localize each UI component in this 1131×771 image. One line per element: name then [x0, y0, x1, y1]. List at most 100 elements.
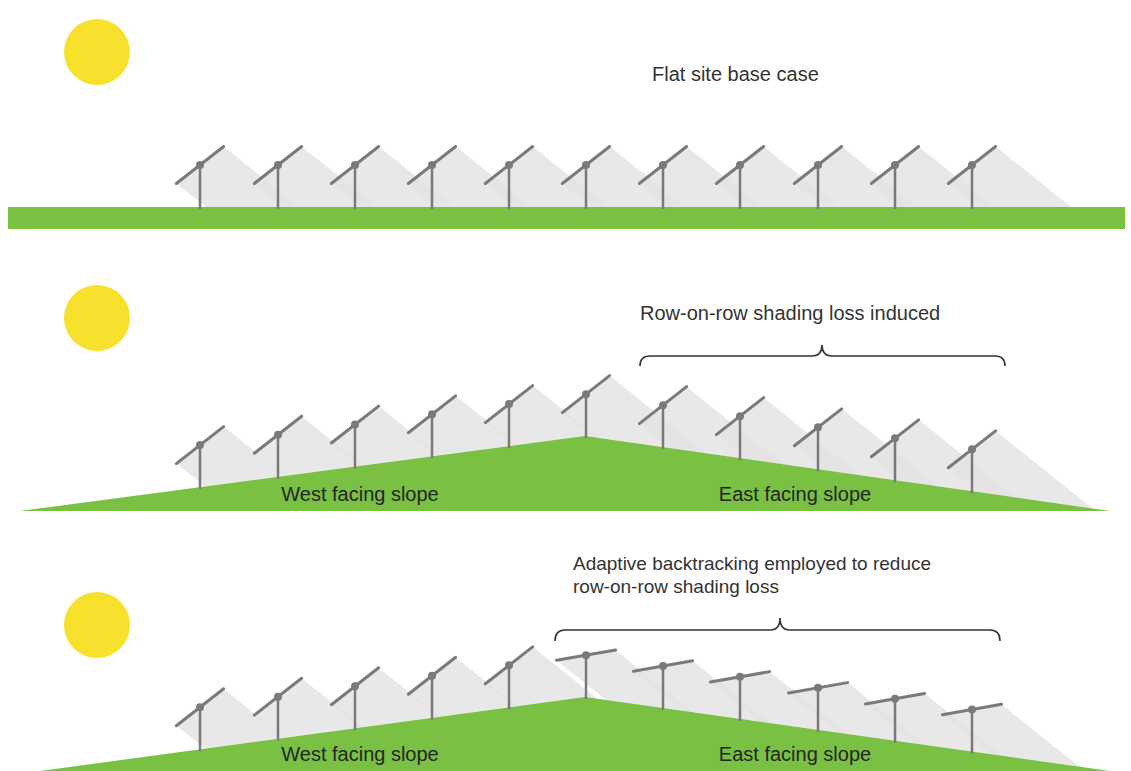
tracker-pivot — [659, 161, 667, 169]
tracker-pivot — [505, 661, 513, 669]
tracker-pivot — [196, 161, 204, 169]
bracket-label: Adaptive backtracking employed to reduce… — [573, 553, 938, 599]
solar-panel — [716, 147, 763, 184]
slope-label: East facing slope — [675, 742, 915, 766]
sun — [64, 592, 130, 658]
solar-panel — [639, 387, 686, 424]
tracker-pivot — [968, 445, 976, 453]
panel-shadow — [948, 147, 1071, 208]
tracker-pivot — [428, 672, 436, 680]
solar-panel — [788, 683, 847, 693]
solar-panel — [254, 147, 301, 184]
hill-ground — [40, 697, 1110, 771]
solar-panel — [794, 409, 841, 446]
tracker-pivot — [968, 161, 976, 169]
tracker-pivot — [736, 673, 744, 681]
tracker-pivot — [274, 431, 282, 439]
tracker-post — [585, 394, 588, 438]
tracker-post — [431, 414, 434, 458]
tracker-post — [817, 427, 820, 471]
sun-group — [64, 19, 130, 658]
tracker-pivot — [814, 684, 822, 692]
tracker-pivot — [891, 434, 899, 442]
solar-panel — [871, 147, 918, 184]
solar-panel — [633, 661, 692, 671]
solar-panel — [716, 398, 763, 435]
solar-panel — [408, 657, 455, 694]
solar-panel — [871, 420, 918, 457]
tracker-post — [662, 666, 665, 710]
curly-bracket — [640, 345, 1005, 366]
tracker-post — [431, 676, 434, 720]
tracker-post — [277, 435, 280, 479]
panel-heading: Flat site base case — [652, 62, 952, 86]
solar-panel — [331, 406, 378, 443]
tracker-pivot — [428, 410, 436, 418]
tracker-post — [817, 688, 820, 732]
tracker-post — [277, 165, 280, 209]
solar-panel — [562, 376, 609, 413]
tracker-post — [508, 665, 511, 709]
tracker-pivot — [274, 693, 282, 701]
tracker-post — [585, 165, 588, 209]
bracket-group — [555, 345, 1005, 641]
tracker-post — [662, 165, 665, 209]
tracker-post — [894, 699, 897, 743]
tracker-pivot — [582, 651, 590, 659]
solar-panel — [176, 689, 223, 726]
bracket-label: Row-on-row shading loss induced — [640, 301, 1020, 325]
tracker-pivot — [351, 421, 359, 429]
tracker-pivot — [196, 703, 204, 711]
tracker-post — [354, 165, 357, 209]
tracker-pivot — [814, 423, 822, 431]
solar-panel — [254, 678, 301, 715]
tracker-pivot — [274, 161, 282, 169]
slope-label: West facing slope — [240, 482, 480, 506]
ground-group — [8, 207, 1125, 771]
tracker-pivot — [351, 682, 359, 690]
tracker-post — [277, 697, 280, 741]
tracker-post — [739, 677, 742, 721]
tracker-post — [199, 707, 202, 751]
tracker-pivot — [582, 161, 590, 169]
tracker-group — [176, 147, 1001, 754]
slope-label: East facing slope — [675, 482, 915, 506]
sun — [64, 19, 130, 85]
tracker-post — [739, 165, 742, 209]
hill-ground — [20, 436, 1110, 511]
tracker-pivot — [505, 400, 513, 408]
tracker-pivot — [814, 161, 822, 169]
tracker-post — [971, 710, 974, 754]
solar-panel — [948, 431, 995, 468]
tracker-pivot — [659, 662, 667, 670]
solar-panel — [254, 416, 301, 453]
tracker-pivot — [428, 161, 436, 169]
solar-panel — [485, 647, 532, 684]
tracker-post — [585, 655, 588, 699]
tracker-pivot — [968, 706, 976, 714]
tracker-post — [508, 165, 511, 209]
solar-panel — [710, 672, 769, 682]
solar-panel — [639, 147, 686, 184]
solar-panel — [408, 147, 455, 184]
solar-panel — [485, 386, 532, 423]
solar-panel — [176, 427, 223, 464]
tracker-post — [739, 416, 742, 460]
flat-ground — [8, 207, 1125, 229]
solar-panel — [865, 693, 924, 703]
tracker-post — [662, 405, 665, 449]
tracker-post — [971, 165, 974, 209]
solar-panel — [556, 650, 615, 660]
tracker-pivot — [891, 695, 899, 703]
tracker-post — [199, 445, 202, 489]
tracker-post — [508, 404, 511, 448]
tracker-pivot — [891, 161, 899, 169]
solar-panel — [948, 147, 995, 184]
solar-panel — [331, 668, 378, 705]
tracker-pivot — [582, 390, 590, 398]
tracker-post — [971, 449, 974, 493]
tracker-post — [354, 425, 357, 469]
tracker-pivot — [736, 412, 744, 420]
solar-panel — [942, 704, 1001, 714]
